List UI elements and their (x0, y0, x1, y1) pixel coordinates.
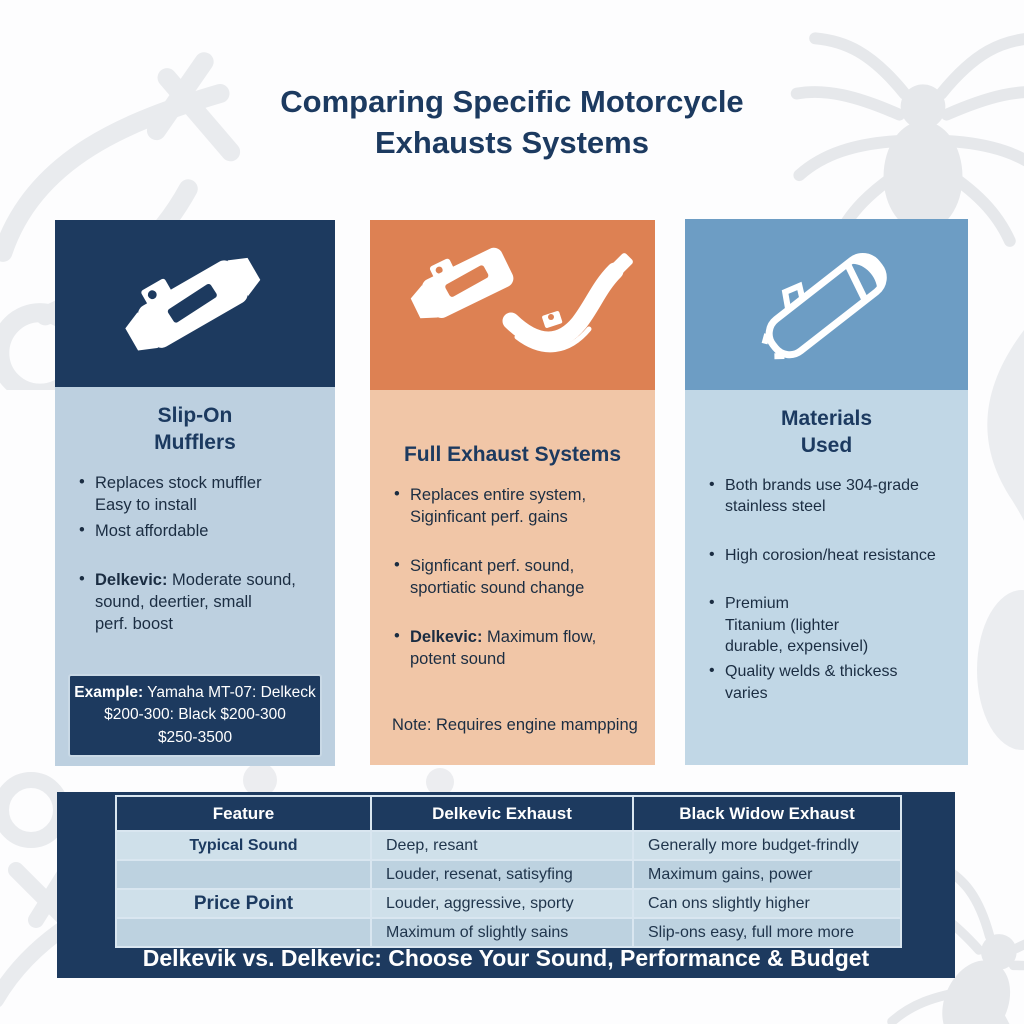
abstract-watermark-bottom-center (243, 763, 454, 797)
bullet-item: Quality welds & thickess varies (709, 660, 954, 704)
slip-on-header-panel (55, 220, 335, 387)
table-cell-delkevic: Maximum of slightly sains (372, 919, 632, 946)
table-header-black-widow: Black Widow Exhaust (634, 797, 900, 830)
bullet-item: Replaces entire system, Siginficant perf… (394, 483, 641, 528)
full-exhaust-body-panel: Full Exhaust Systems Replaces entire sys… (370, 390, 655, 765)
table-cell-feature (117, 919, 370, 946)
table-cell-delkevic: Louder, aggressive, sporty (372, 890, 632, 917)
bullet-text: Most affordable (95, 521, 209, 540)
table-cell-delkevic: Deep, resant (372, 832, 632, 859)
bullet-item: Premium Titanium (lighter durable, expen… (709, 592, 954, 657)
abstract-watermark-right-edge (977, 330, 1024, 750)
bullet-text: Maximum flow, potent sound (410, 628, 597, 669)
bullet-text: Premium Titanium (lighter durable, expen… (725, 595, 869, 655)
table-cell-feature (117, 861, 370, 888)
table-header-feature: Feature (117, 797, 370, 830)
materials-bullet-list: Both brands use 304-grade stainless stee… (685, 474, 968, 705)
bullet-text: Both brands use 304-grade stainless stee… (725, 476, 919, 516)
footer-rest: Choose Your Sound, Performance & Budget (381, 945, 870, 971)
slip-on-body-panel: Slip-On Mufflers Replaces stock muffler … (55, 387, 335, 766)
bullet-text: Signficant perf. sound, sportiatic sound… (410, 557, 585, 598)
table-cell-black-widow: Maximum gains, power (634, 861, 900, 888)
spider-watermark-top-right (790, 32, 1024, 247)
bullet-item: Delkevic: Moderate sound, sound, deertie… (79, 568, 321, 635)
comparison-band: Feature Delkevic Exhaust Black Widow Exh… (57, 792, 955, 978)
bullet-item: Most affordable (79, 519, 321, 542)
example-callout-box: Example: Yamaha MT-07: Delkeck $200-300:… (68, 673, 322, 757)
title-line-2: Exhausts Systems (375, 124, 649, 160)
full-exhaust-header-panel (370, 220, 655, 390)
table-cell-black-widow: Generally more budget-frindly (634, 832, 900, 859)
column-materials-used: Materials Used Both brands use 304-grade… (685, 219, 968, 765)
footer-lead: Delkevik vs. Delkevic: (142, 945, 382, 971)
bullet-item: Both brands use 304-grade stainless stee… (709, 474, 954, 518)
engine-mapping-note: Note: Requires engine mampping (392, 716, 638, 734)
bullet-bold-prefix: Delkevic: (410, 628, 483, 647)
full-exhaust-system-icon (410, 247, 633, 353)
table-cell-feature: Price Point (117, 890, 370, 917)
bullet-item: Delkevic: Maximum flow, potent sound (394, 625, 641, 670)
slip-on-muffler-icon (125, 257, 261, 350)
full-exhaust-bullet-list: Replaces entire system, Siginficant perf… (370, 483, 655, 671)
table-cell-feature: Typical Sound (117, 832, 370, 859)
column-slip-on-mufflers: Slip-On Mufflers Replaces stock muffler … (55, 220, 335, 766)
footer-tagline: Delkevik vs. Delkevic: Choose Your Sound… (57, 945, 955, 972)
table-cell-black-widow: Slip-ons easy, full more more (634, 919, 900, 946)
slip-on-bullet-list: Replaces stock muffler Easy to install M… (55, 471, 335, 636)
column-full-exhaust-systems: Full Exhaust Systems Replaces entire sys… (370, 220, 655, 765)
slip-on-heading: Slip-On Mufflers (154, 404, 236, 454)
bullet-text: Replaces entire system, Siginficant perf… (410, 485, 587, 526)
table-cell-black-widow: Can ons slightly higher (634, 890, 900, 917)
bullet-bold-prefix: Delkevic: (95, 571, 168, 590)
bullet-text: Replaces stock muffler Easy to install (95, 473, 262, 514)
materials-header-panel (685, 219, 968, 390)
bullet-item: Replaces stock muffler Easy to install (79, 471, 321, 516)
bullet-text: Moderate sound, sound, deertier, small p… (95, 571, 296, 634)
example-text: Yamaha MT-07: Delkeck $200-300: Black $2… (104, 683, 316, 746)
bullet-text: Quality welds & thickess varies (725, 663, 898, 702)
materials-body-panel: Materials Used Both brands use 304-grade… (685, 390, 968, 765)
page-title: Comparing Specific Motorcycle Exhausts S… (0, 82, 1024, 164)
title-line-1: Comparing Specific Motorcycle (280, 84, 744, 119)
muffler-outline-icon (761, 252, 887, 359)
table-header-delkevic: Delkevic Exhaust (372, 797, 632, 830)
table-cell-delkevic: Louder, resenat, satisyfing (372, 861, 632, 888)
full-exhaust-heading: Full Exhaust Systems (403, 443, 622, 466)
bullet-item: High corosion/heat resistance (709, 544, 954, 566)
comparison-table: Feature Delkevic Exhaust Black Widow Exh… (115, 795, 902, 948)
bullet-text: High corosion/heat resistance (725, 546, 936, 564)
materials-heading: Materials Used (780, 407, 873, 457)
bullet-item: Signficant perf. sound, sportiatic sound… (394, 554, 641, 599)
example-label: Example: (74, 683, 144, 701)
